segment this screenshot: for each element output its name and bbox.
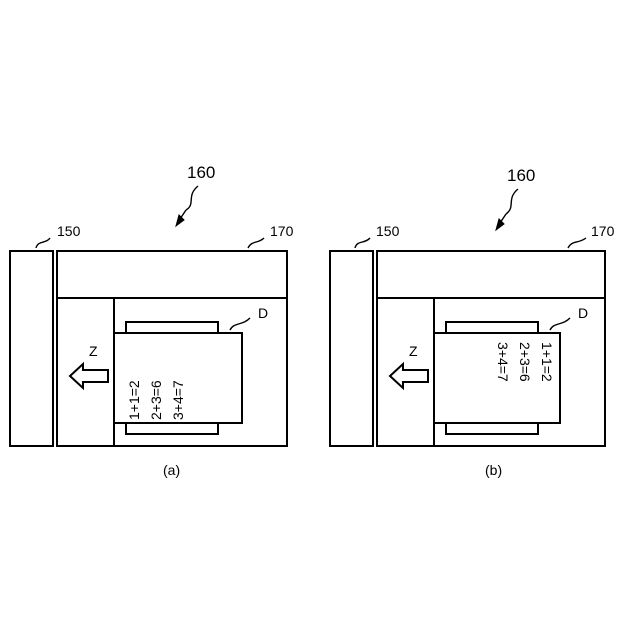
leader-150	[355, 238, 370, 248]
doc-line-1: 1+1=2	[539, 342, 555, 382]
leader-150	[36, 238, 50, 248]
ref-label-160: 160	[187, 163, 215, 182]
panel-b: 160 150 170 D 1+1=2 2+3=6 3+4=7 Z (b)	[330, 166, 615, 478]
ref-label-150: 150	[376, 223, 400, 239]
leader-170	[568, 238, 586, 248]
top-bar	[377, 251, 605, 298]
arrowhead-160	[496, 219, 504, 230]
doc-line-3: 3+4=7	[170, 380, 186, 420]
leader-170	[248, 238, 264, 248]
left-block	[330, 251, 373, 446]
caption: (b)	[485, 462, 502, 478]
leader-160	[506, 189, 518, 214]
ref-label-170: 170	[270, 223, 294, 239]
left-block	[10, 251, 53, 446]
ref-label-150: 150	[57, 223, 81, 239]
ref-label-d: D	[258, 305, 268, 321]
leader-160	[186, 186, 198, 210]
direction-label-z: Z	[409, 343, 418, 359]
ref-label-d: D	[578, 305, 588, 321]
doc-line-2: 2+3=6	[148, 380, 164, 420]
direction-label-z: Z	[89, 343, 98, 359]
ref-label-160: 160	[507, 166, 535, 185]
doc-line-1: 1+1=2	[126, 380, 142, 420]
doc-line-2: 2+3=6	[517, 342, 533, 382]
document-text: 1+1=2 2+3=6 3+4=7	[495, 342, 555, 382]
ref-label-170: 170	[591, 223, 615, 239]
top-bar	[57, 251, 287, 298]
caption: (a)	[163, 462, 180, 478]
arrowhead-160	[176, 215, 184, 226]
document-text: 1+1=2 2+3=6 3+4=7	[126, 380, 186, 420]
doc-line-3: 3+4=7	[495, 342, 511, 382]
panel-a: 160 150 170 D 1+1=2 2+3=6 3+4=7 Z	[10, 163, 294, 478]
